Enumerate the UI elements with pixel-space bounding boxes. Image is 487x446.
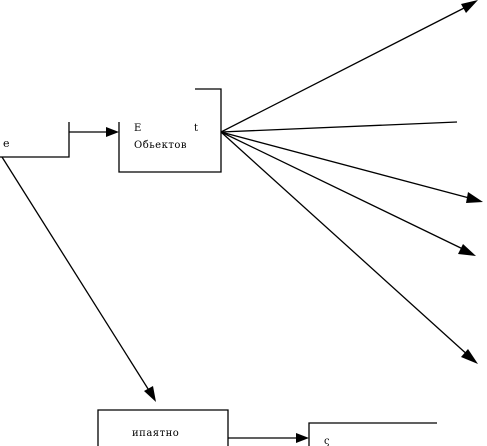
right-box-label: ς xyxy=(324,436,330,446)
fan-line-2 xyxy=(220,121,458,133)
top-box-label-b: t xyxy=(194,123,199,134)
bottom-box-label: ипаятно xyxy=(132,428,179,439)
fan-arrow-1 xyxy=(220,0,478,133)
left-node: e xyxy=(0,122,70,158)
bottom-box: ипаятно xyxy=(97,409,229,446)
arrow-left-to-box xyxy=(69,127,119,137)
arrow-bottom-to-right-box xyxy=(228,433,309,443)
fan-arrow-5 xyxy=(220,131,478,364)
top-box-label-line2: Обьектов xyxy=(134,140,187,151)
arrow-left-to-bottom-box xyxy=(1,156,156,402)
fan-arrow-4 xyxy=(220,131,476,256)
top-box: E t Обьектов xyxy=(118,88,222,173)
top-box-label-a: E xyxy=(134,123,142,134)
fan-arrow-3 xyxy=(220,131,483,203)
left-node-label: e xyxy=(3,137,10,150)
right-box: ς xyxy=(308,422,437,446)
